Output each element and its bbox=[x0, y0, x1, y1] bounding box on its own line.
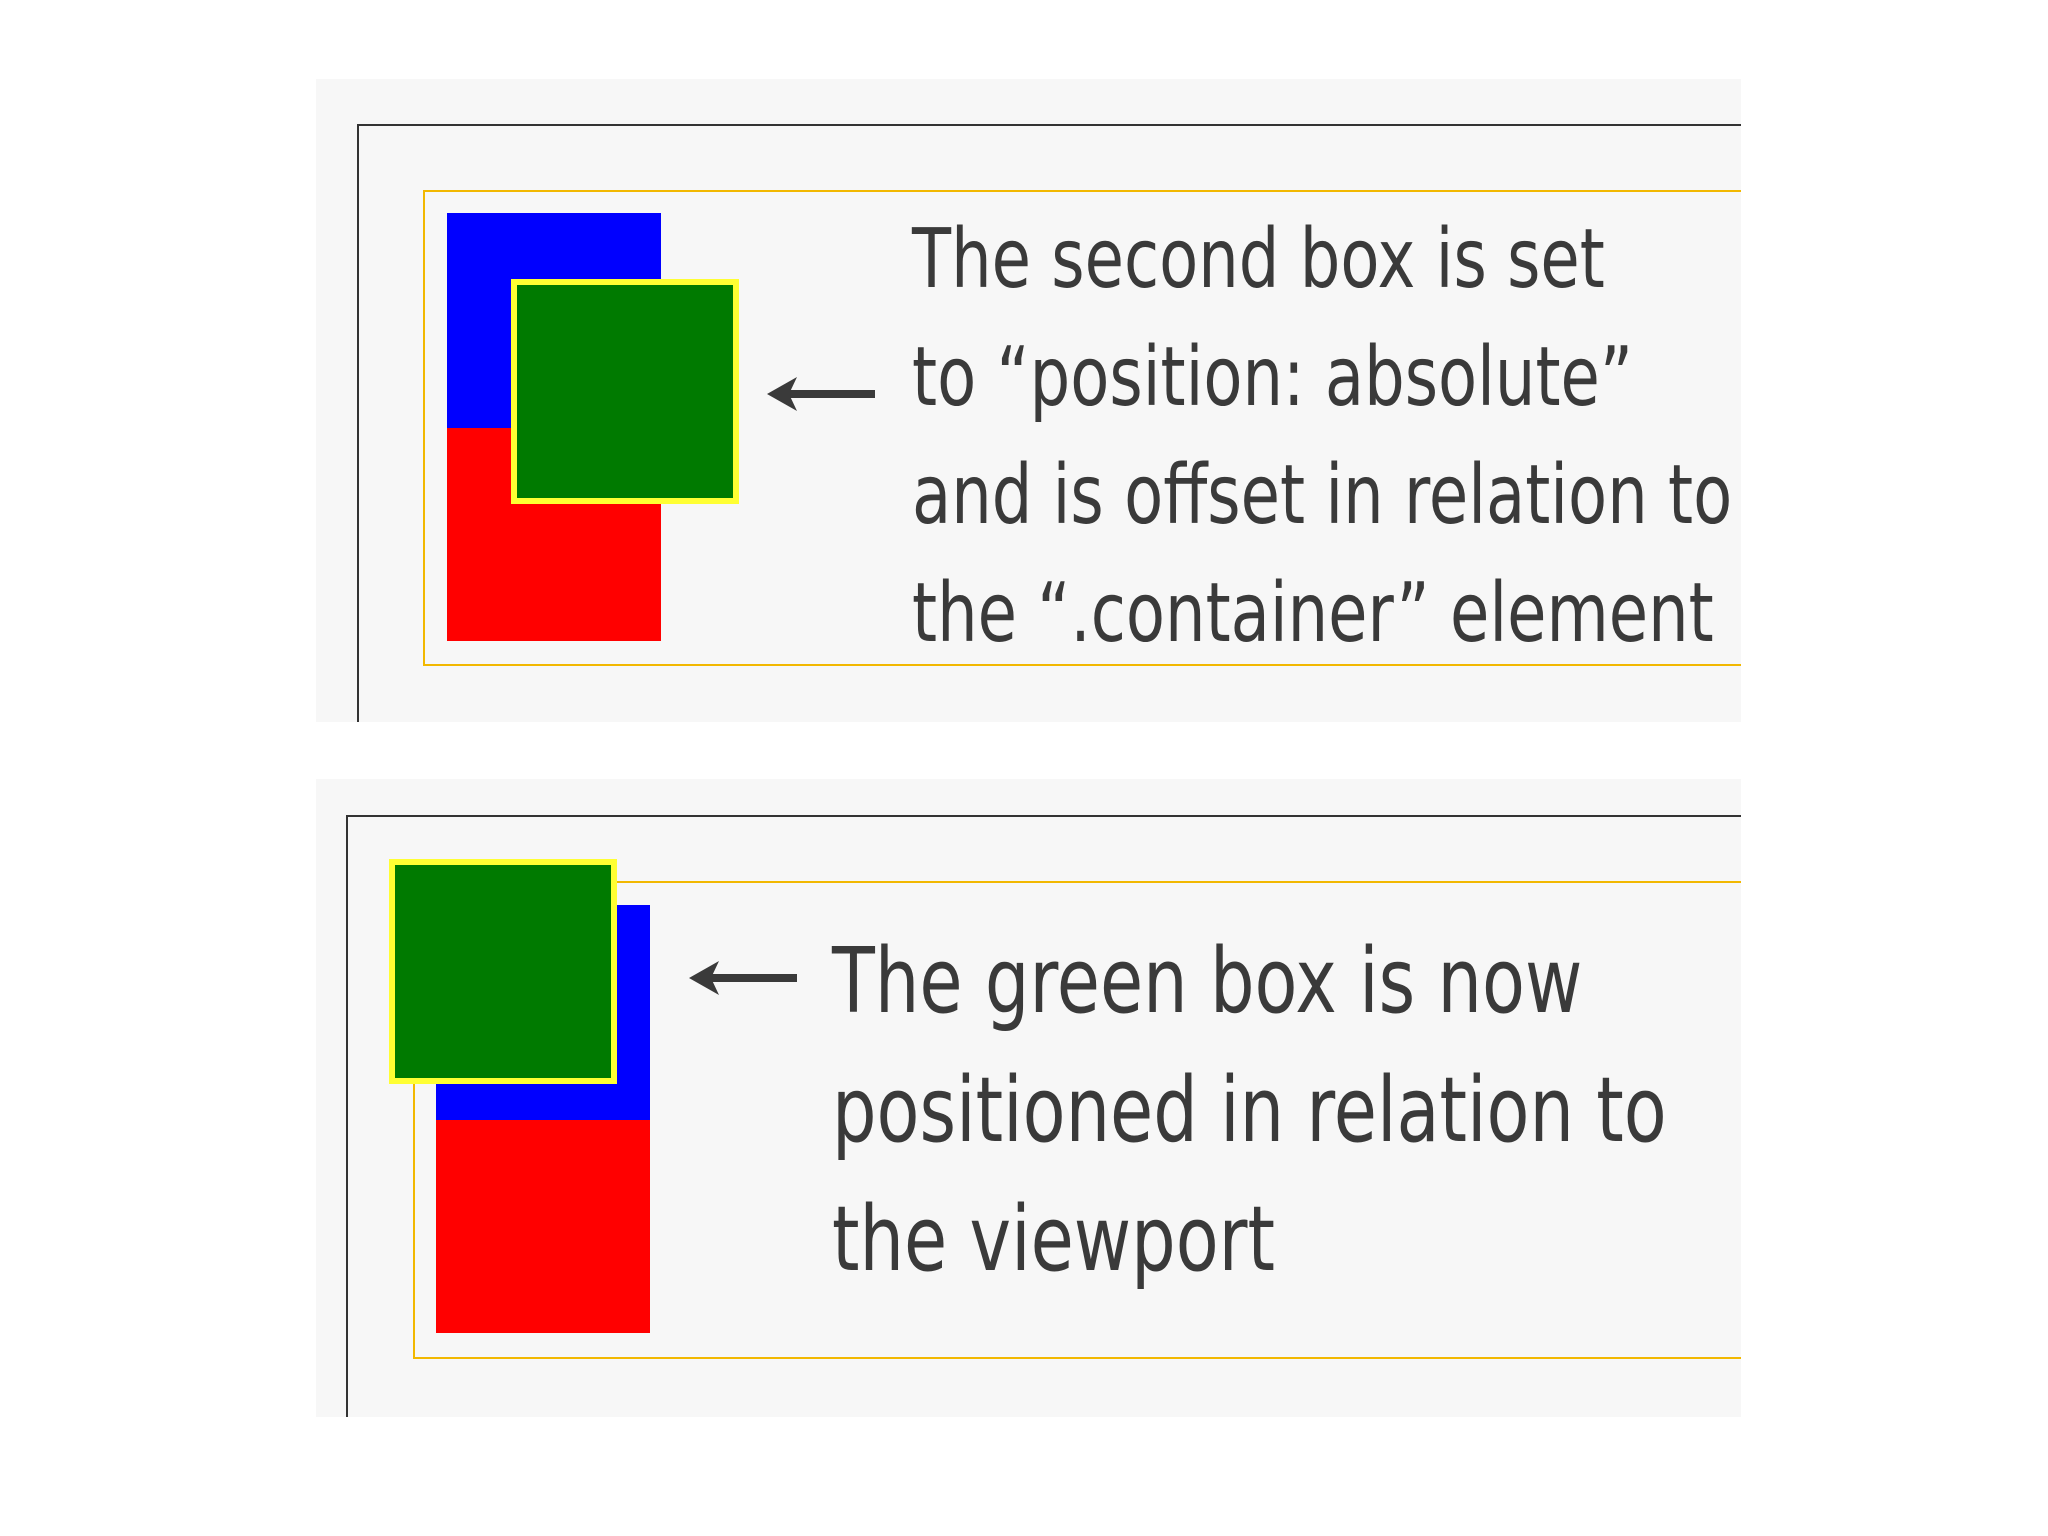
container-element-outline bbox=[423, 190, 1741, 666]
caption-line: and is offset in relation to bbox=[912, 448, 1733, 543]
caption-line: to “position: absolute” bbox=[912, 330, 1634, 425]
arrow-left-icon bbox=[689, 961, 797, 995]
container-element-outline bbox=[413, 881, 1741, 1359]
caption-line: the “.container” element bbox=[912, 566, 1714, 661]
caption-line: positioned in relation to bbox=[832, 1058, 1667, 1163]
caption-line: The green box is now bbox=[832, 929, 1583, 1034]
arrow-left-icon bbox=[767, 377, 875, 411]
red-box bbox=[436, 1120, 650, 1333]
viewport-frame bbox=[346, 815, 1741, 1417]
green-box-fixed bbox=[389, 859, 617, 1084]
caption-bottom: The green box is now positioned in relat… bbox=[832, 917, 1667, 1304]
caption-line: The second box is set bbox=[912, 212, 1605, 307]
viewport-frame bbox=[357, 124, 1741, 722]
diagram-panel-top: The second box is set to “position: abso… bbox=[316, 79, 1741, 722]
caption-line: the viewport bbox=[832, 1187, 1276, 1292]
caption-top: The second box is set to “position: abso… bbox=[912, 201, 1732, 673]
green-box-absolute bbox=[511, 279, 739, 504]
diagram-panel-bottom: The green box is now positioned in relat… bbox=[316, 779, 1741, 1417]
